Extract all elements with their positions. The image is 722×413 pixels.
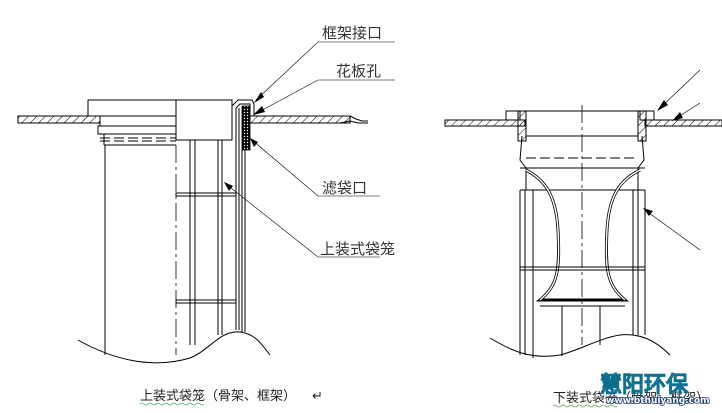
paragraph-mark: ↵ (312, 389, 323, 404)
watermark-brand: 慧阳环保 (600, 373, 689, 398)
label-frame-interface: 框架接口 (322, 24, 382, 42)
label-tube-sheet-hole: 花板孔 (336, 62, 381, 80)
tube-sheet-right-right (644, 119, 722, 127)
spellcheck-underline (139, 402, 205, 406)
tube-sheet-right-left (444, 119, 526, 127)
bag-mouth-gasket (231, 99, 255, 332)
leader-lines-right (643, 69, 701, 251)
label-bag-mouth: 滤袋口 (322, 179, 367, 197)
venturi-body (519, 135, 645, 307)
leader-lines-left (224, 41, 395, 258)
caption-right: 下装式袋笼（骨架、框架） (553, 390, 709, 406)
watermark-url: www.bthuiyang.com (606, 396, 710, 406)
watermark: 慧阳环保 www.bthuiyang.com (600, 373, 711, 407)
spellcheck-underline-right (552, 404, 618, 408)
top-load-cage-drawing: 框架接口 花板孔 滤袋口 上装式袋笼 上装式袋笼（骨架、框架） ↵ (17, 24, 395, 406)
bottom-cage-wires (489, 190, 671, 358)
caption-left: 上装式袋笼（骨架、框架） (140, 388, 296, 404)
bottom-cage-flange (505, 105, 655, 345)
filter-bag-body (77, 140, 271, 364)
bottom-load-cage-drawing: 下装式袋笼（骨架、框架） (444, 69, 722, 408)
cage-collar (87, 99, 233, 146)
tube-sheet-left (17, 115, 368, 124)
label-top-load-cage: 上装式袋笼 (320, 240, 395, 258)
